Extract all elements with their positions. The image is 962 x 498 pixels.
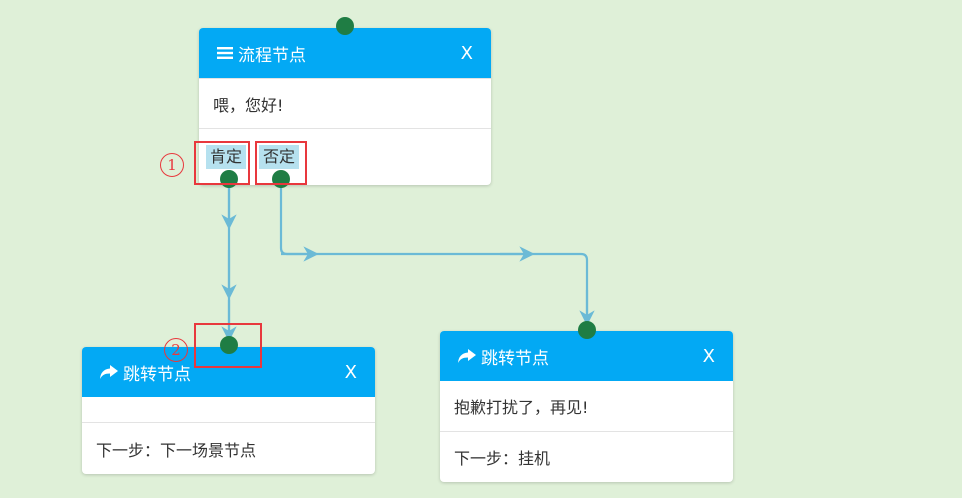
highlight-no-button <box>255 141 307 185</box>
jump-node-right-next-row: 下一步：挂机 <box>440 431 733 482</box>
highlight-yes-button <box>194 141 250 185</box>
flow-node-message: 喂，您好! <box>213 95 284 115</box>
share-arrow-icon <box>458 348 476 364</box>
edge-no-to-jump-right[interactable] <box>279 180 595 326</box>
yes-button[interactable]: 肯定 <box>206 145 247 169</box>
flow-node-close-button[interactable]: X <box>460 42 473 64</box>
jump-node-right-message: 抱歉打扰了，再见! <box>454 398 589 417</box>
jump-node-left-title: 跳转节点 <box>123 364 191 385</box>
jump-node-left[interactable]: 跳转节点 X 下一步：下一场景节点 <box>82 347 375 474</box>
jump-node-right-message-row: 抱歉打扰了，再见! <box>440 381 733 431</box>
jump-node-right-title: 跳转节点 <box>481 348 549 369</box>
annotation-number-1: 1 <box>160 153 184 177</box>
no-button[interactable]: 否定 <box>259 145 300 169</box>
jump-node-right-header[interactable]: 跳转节点 X <box>440 331 733 381</box>
annotation-number-2: 2 <box>164 338 188 362</box>
jump-node-right-input-endpoint[interactable] <box>578 321 596 339</box>
jump-node-left-header[interactable]: 跳转节点 X <box>82 347 375 397</box>
highlight-jump-input-endpoint <box>194 323 262 368</box>
flow-node-header[interactable]: 流程节点 X <box>199 28 491 78</box>
menu-icon <box>217 46 233 60</box>
jump-node-right[interactable]: 跳转节点 X 抱歉打扰了，再见! 下一步：挂机 <box>440 331 733 482</box>
flow-node-buttons-row: 肯定 否定 <box>199 128 491 185</box>
jump-node-left-next-row: 下一步：下一场景节点 <box>82 422 375 474</box>
jump-node-right-close-button[interactable]: X <box>702 345 715 367</box>
jump-node-right-next-step: 下一步：挂机 <box>454 449 551 468</box>
flow-node[interactable]: 流程节点 X 喂，您好! 肯定 否定 <box>199 28 491 185</box>
flow-node-message-row: 喂，您好! <box>199 78 491 128</box>
jump-node-left-next-step: 下一步：下一场景节点 <box>96 440 257 460</box>
jump-node-left-close-button[interactable]: X <box>344 361 357 383</box>
flow-node-input-endpoint[interactable] <box>336 17 354 35</box>
flow-node-title: 流程节点 <box>238 45 306 66</box>
share-arrow-icon <box>100 364 118 380</box>
